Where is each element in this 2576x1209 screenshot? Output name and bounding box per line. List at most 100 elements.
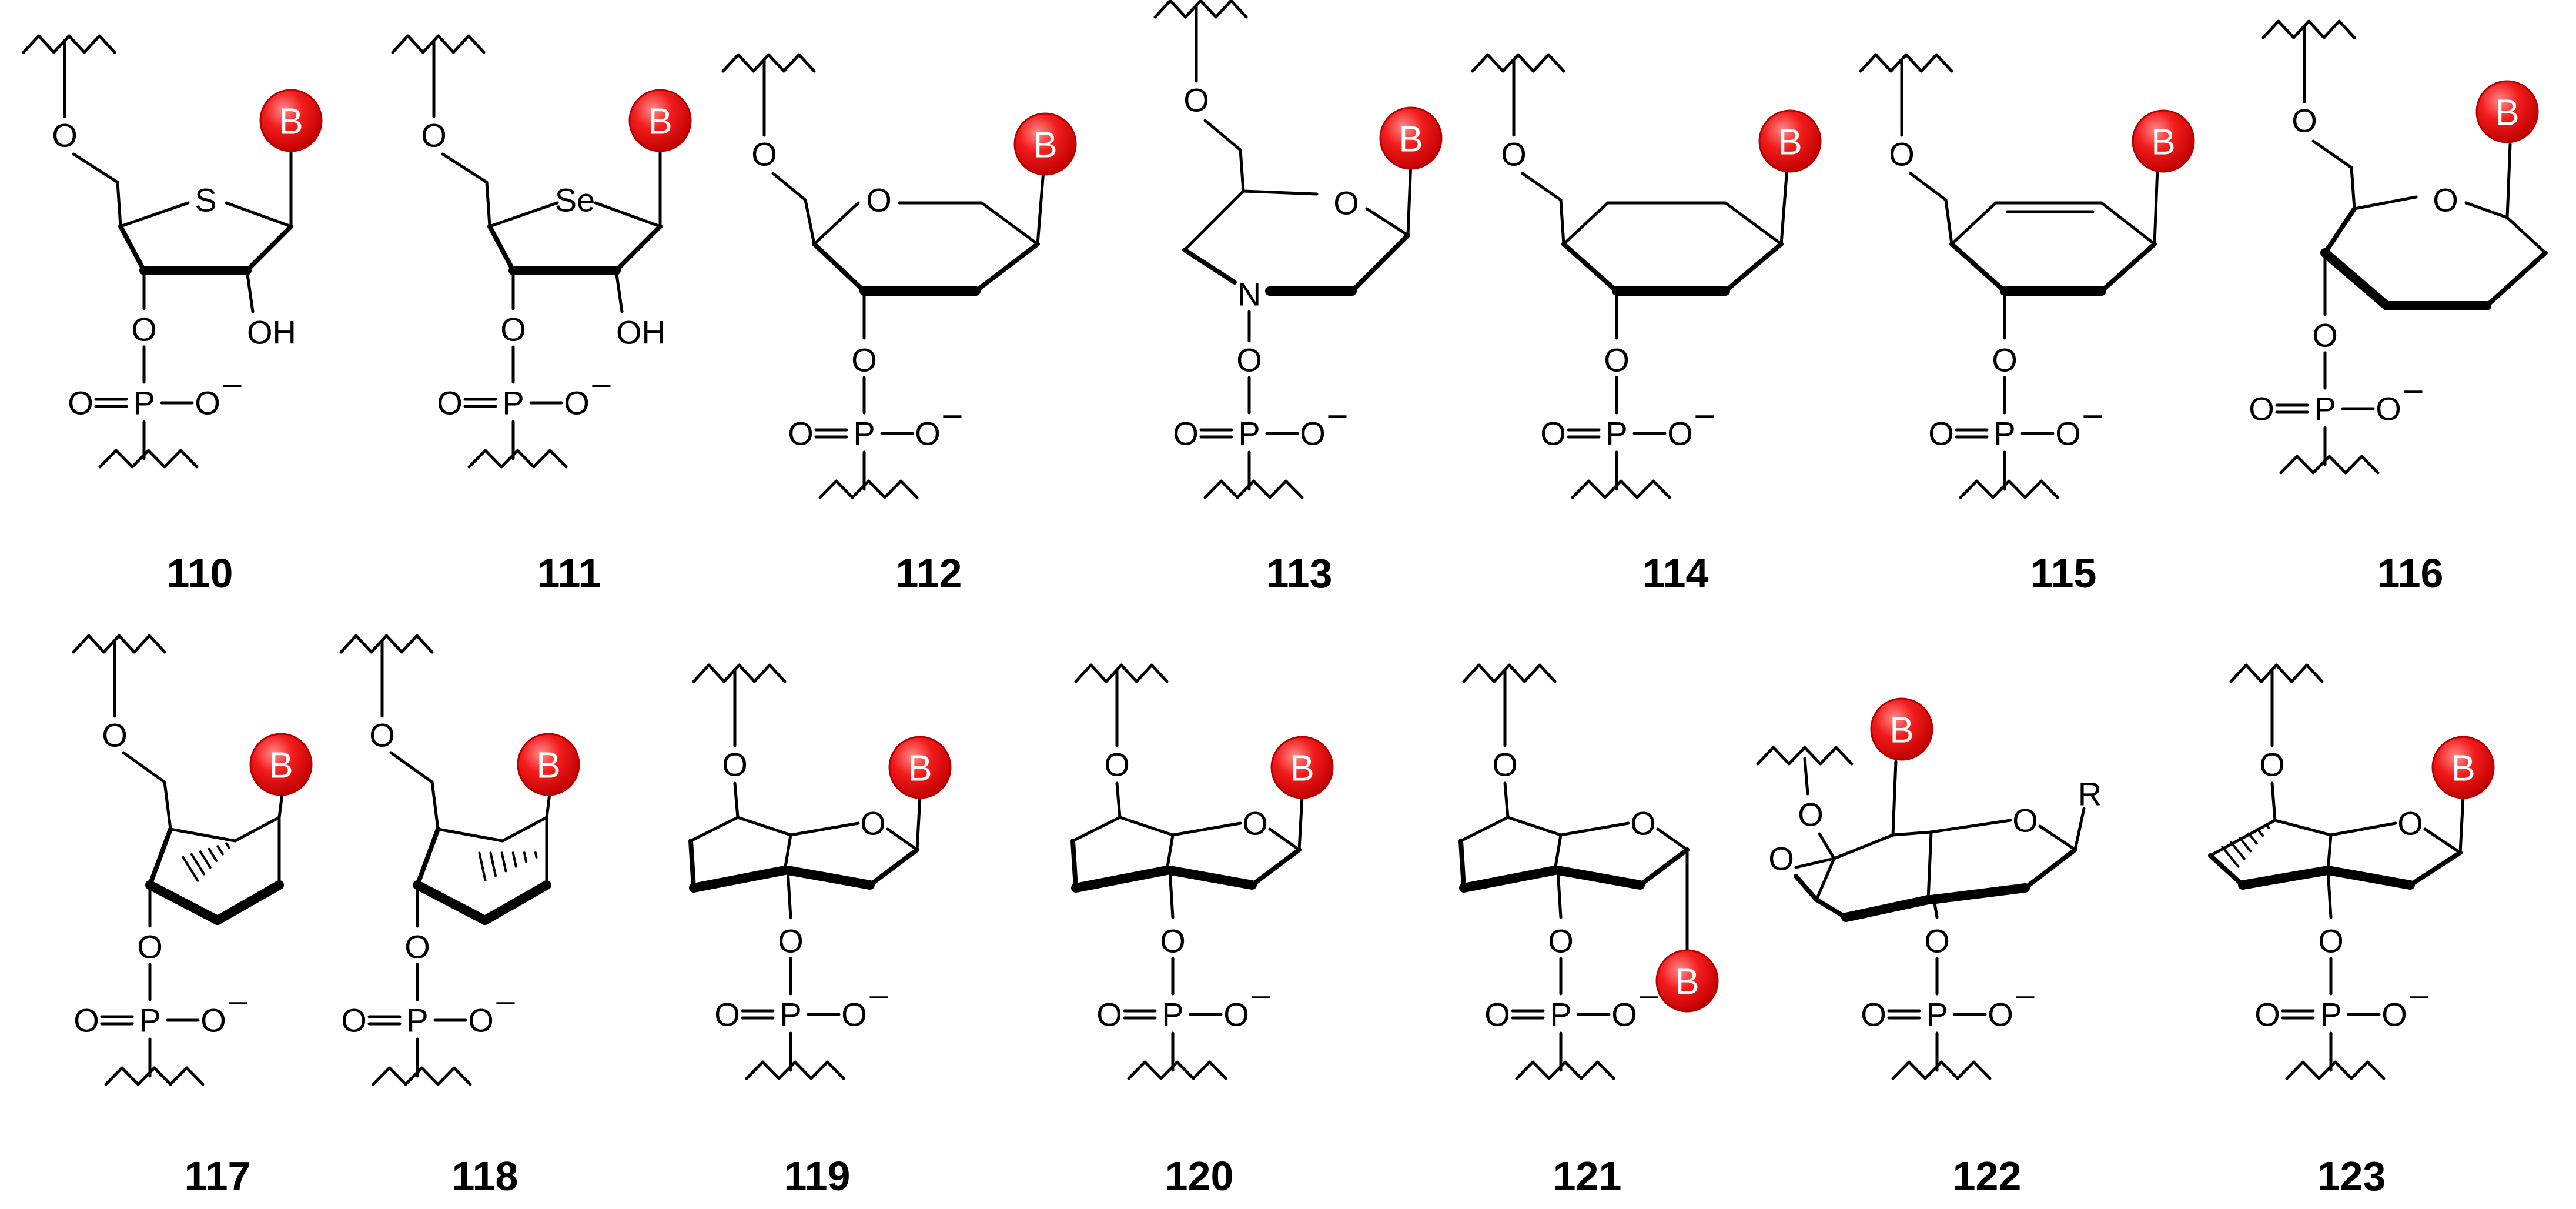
nucleobase-ball: B xyxy=(888,736,952,799)
nucleobase-ball: B xyxy=(1655,949,1719,1013)
ring-nitrogen: N xyxy=(1237,276,1261,313)
phosphate-oxygen: O xyxy=(137,929,163,966)
nucleobase-ball: B xyxy=(628,89,692,152)
nucleobase-ball: B xyxy=(1270,736,1334,799)
ether-oxygen: O xyxy=(1183,82,1209,119)
wavy-bond xyxy=(1074,663,1169,683)
phosphoryl-oxygen: O xyxy=(68,385,93,422)
nucleobase-ball: B xyxy=(2132,109,2195,173)
phosphoryl-oxygen: O xyxy=(73,1002,99,1039)
compound-number: 116 xyxy=(2377,550,2444,596)
phosphorus: P xyxy=(406,1002,428,1039)
ether-oxygen: O xyxy=(1501,136,1527,173)
wavy-bond xyxy=(2261,19,2356,39)
wavy-bond xyxy=(372,1066,472,1086)
charge-minus: – xyxy=(1328,395,1347,432)
compound-number: 118 xyxy=(452,1153,518,1199)
wavy-bond xyxy=(721,53,816,73)
wavy-bond xyxy=(1462,663,1557,683)
wavy-bond xyxy=(1891,1060,1992,1080)
phosphorus: P xyxy=(1238,415,1260,452)
wavy-bond xyxy=(692,663,787,683)
anionic-oxygen: O xyxy=(2376,390,2401,428)
hydroxyl: OH xyxy=(247,314,296,351)
phosphoryl-oxygen: O xyxy=(1861,996,1886,1033)
phosphorus: P xyxy=(502,385,524,422)
phosphorus: P xyxy=(2320,996,2341,1033)
charge-minus: – xyxy=(2083,395,2102,432)
base-label: B xyxy=(2451,749,2475,789)
phosphorus: P xyxy=(139,1002,160,1039)
phosphoryl-oxygen: O xyxy=(788,415,814,452)
anionic-oxygen: O xyxy=(468,1002,494,1039)
phosphate-oxygen: O xyxy=(131,311,157,348)
ring-oxygen: O xyxy=(2397,805,2423,842)
base-label: B xyxy=(2495,93,2519,133)
wavy-bond xyxy=(1859,53,1953,73)
phosphorus: P xyxy=(1550,996,1571,1033)
ether-oxygen: O xyxy=(102,717,128,754)
ether-oxygen: O xyxy=(369,717,395,754)
phosphoryl-oxygen: O xyxy=(341,1002,367,1039)
charge-minus: – xyxy=(2410,976,2428,1013)
charge-minus: – xyxy=(2016,976,2035,1013)
anionic-oxygen: O xyxy=(915,415,941,452)
nucleobase-ball: B xyxy=(249,733,313,796)
ether-oxygen: O xyxy=(722,746,748,783)
charge-minus: – xyxy=(1252,976,1270,1013)
anionic-oxygen: O xyxy=(2381,996,2407,1033)
anionic-oxygen: O xyxy=(1988,996,2013,1033)
nucleobase-ball: B xyxy=(1758,109,1822,173)
ring-heteroatom: S xyxy=(195,182,216,219)
ether-oxygen: O xyxy=(1104,746,1130,783)
phosphate-oxygen: O xyxy=(2312,317,2338,354)
compound-number: 120 xyxy=(1165,1153,1234,1199)
r-group: R xyxy=(2078,776,2102,813)
phosphate-oxygen: O xyxy=(2318,923,2344,960)
wavy-bond xyxy=(98,449,199,469)
wavy-bond xyxy=(467,449,568,469)
anionic-oxygen: O xyxy=(200,1002,226,1039)
ring-heteroatom: Se xyxy=(555,182,596,219)
wavy-bond xyxy=(1959,479,2059,499)
phosphate-oxygen: O xyxy=(851,342,877,379)
compound-number: 121 xyxy=(1553,1153,1622,1199)
base-label: B xyxy=(1033,125,1057,166)
ether-oxygen: O xyxy=(1492,746,1518,783)
phosphorus: P xyxy=(133,385,155,422)
charge-minus: – xyxy=(229,982,247,1019)
wavy-bond xyxy=(1153,0,1248,19)
anionic-oxygen: O xyxy=(1667,415,1693,452)
phosphorus: P xyxy=(780,996,801,1033)
wavy-bond xyxy=(391,34,486,54)
compound-number: 122 xyxy=(1953,1153,2022,1199)
compound-number: 112 xyxy=(896,550,962,596)
ether-oxygen: O xyxy=(52,117,78,154)
base-label: B xyxy=(1778,122,1802,163)
wavy-bond xyxy=(1756,746,1854,766)
wavy-bond xyxy=(339,634,434,654)
nucleobase-ball: B xyxy=(517,733,580,796)
charge-minus: – xyxy=(869,976,888,1013)
compound-number: 115 xyxy=(2030,550,2097,596)
phosphate-oxygen: O xyxy=(1924,923,1950,960)
phosphoryl-oxygen: O xyxy=(714,996,740,1033)
wavy-bond xyxy=(22,34,116,54)
base-label: B xyxy=(269,746,293,786)
phosphate-oxygen: O xyxy=(778,923,804,960)
phosphoryl-oxygen: O xyxy=(1928,415,1954,452)
wavy-bond xyxy=(818,479,919,499)
phosphorus: P xyxy=(1926,996,1948,1033)
compound-number: 113 xyxy=(1266,550,1333,596)
phosphoryl-oxygen: O xyxy=(437,385,463,422)
charge-minus: – xyxy=(2404,370,2423,408)
